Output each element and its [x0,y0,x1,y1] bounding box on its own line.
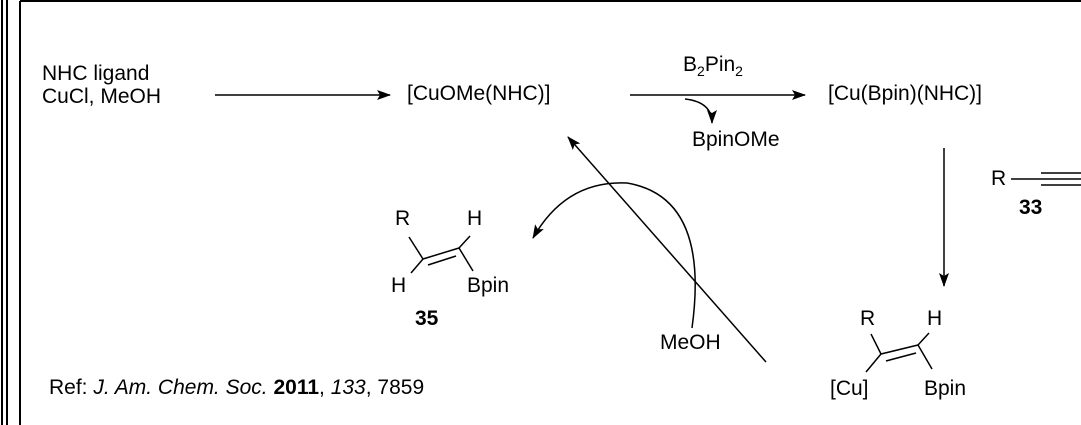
reference-journal: J. Am. Chem. Soc. [93,376,268,399]
start-reagent-line-1: NHC ligand [42,62,150,85]
cu-methoxide-complex: [CuOMe(NHC)] [407,82,551,105]
product-r-group: R [395,207,411,230]
methanol-label: MeOH [660,331,721,354]
product-h-top: H [467,207,483,230]
product-bonds [408,235,474,274]
alkyne-compound-number: 33 [1019,196,1043,219]
byproduct-label: BpinOMe [692,128,780,151]
intermediate-bpin: Bpin [924,377,967,400]
intermediate-copper: [Cu] [830,377,869,400]
product-compound-number: 35 [415,307,439,330]
reference-page: , 7859 [365,376,425,399]
product-h-bottom: H [391,274,407,297]
reagent-subscript-2: 2 [735,63,743,79]
reference-prefix: Ref: [49,376,94,399]
reference-year: 2011 [273,376,320,399]
reference-volume: 133 [330,376,366,399]
reference-citation: Ref: J. Am. Chem. Soc. 2011, 133, 7859 [49,376,425,399]
reagent-pin: Pin [704,53,736,76]
diboron-reagent: B2Pin2 [683,53,743,79]
start-reagent-line-2: CuCl, MeOH [42,85,162,108]
product-bpin: Bpin [467,274,510,297]
arrow-intermediate-to-cuome [567,136,767,363]
intermediate-r-group: R [860,307,876,330]
reagent-subscript-1: 2 [697,63,705,79]
alkyne-r-group: R [991,167,1007,190]
arrow-byproduct-curve [684,98,717,124]
reagent-boron: B [683,53,698,76]
intermediate-h: H [927,307,943,330]
arrow-product-release-curve [532,182,696,329]
cu-boryl-complex: [Cu(Bpin)(NHC)] [828,82,983,105]
intermediate-bonds [865,332,933,373]
alkyne-triple-bond [1011,172,1081,186]
